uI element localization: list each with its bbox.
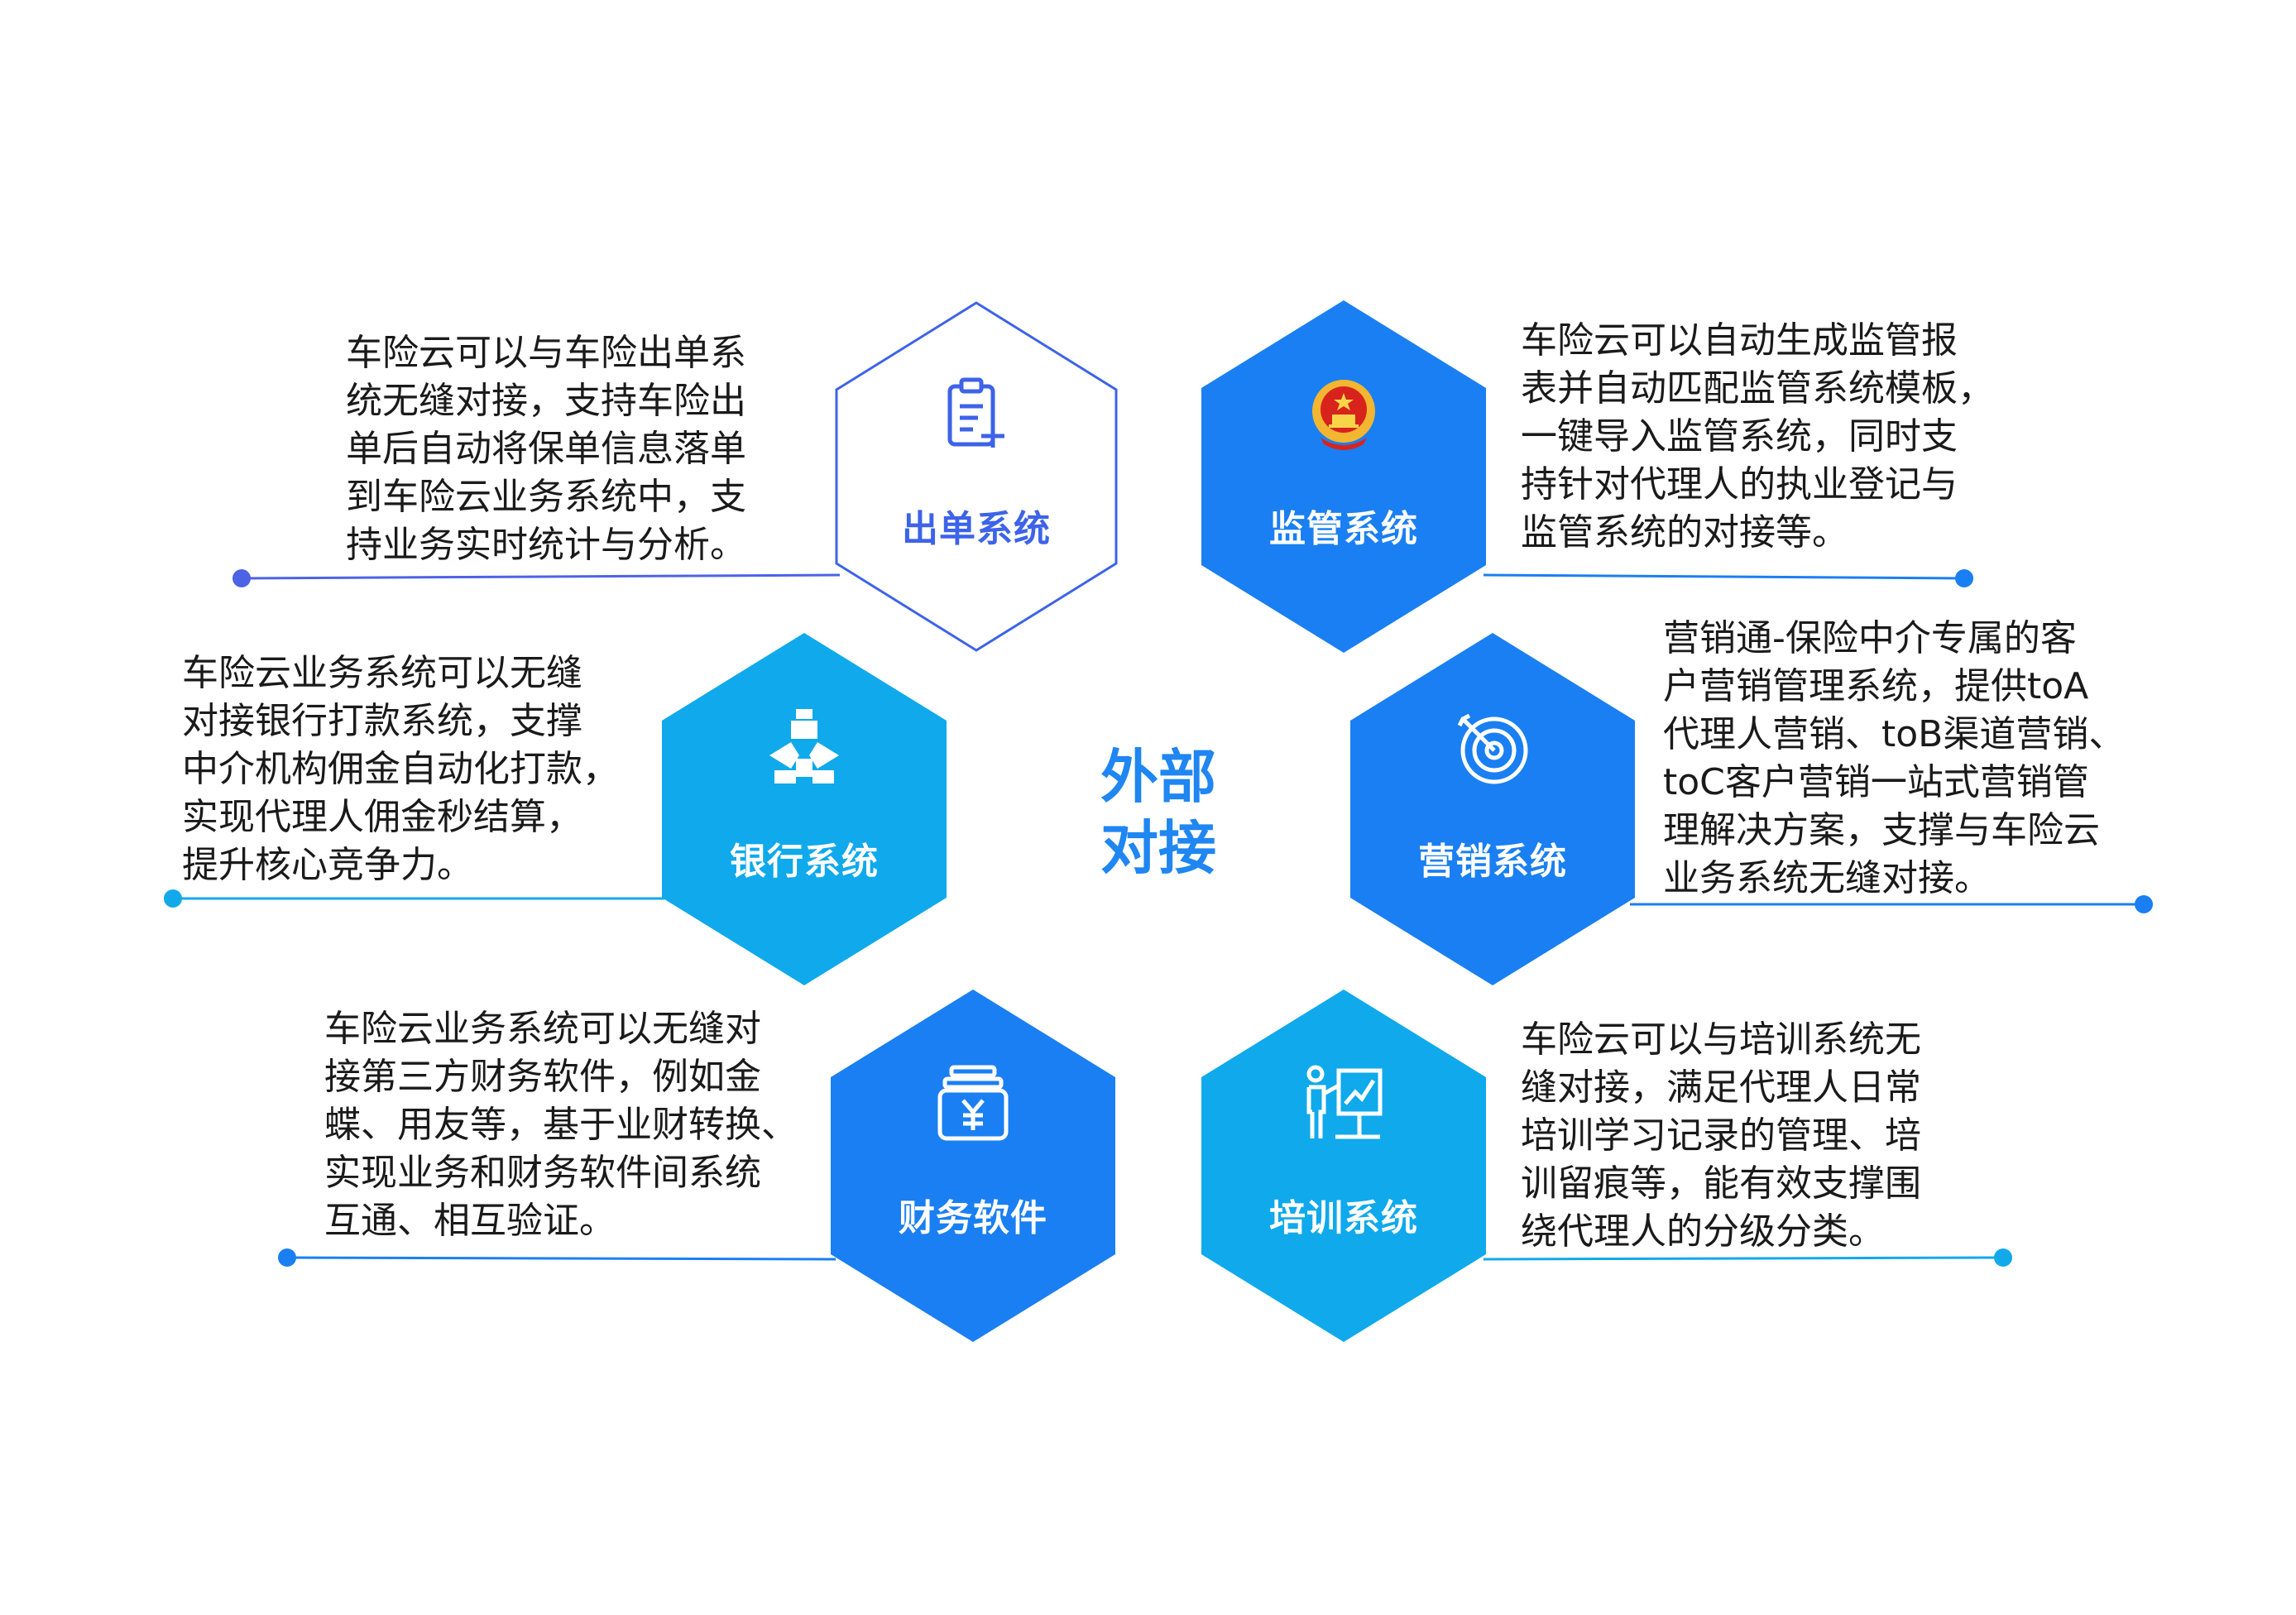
- desc-peixun: 车险云可以与培训系统无 缝对接，满足代理人日常 培训学习记录的管理、培 训留痕等…: [1521, 1016, 1921, 1256]
- hex-yingxiao-shape: [1350, 633, 1635, 985]
- center-title: 外部 对接: [1076, 741, 1241, 884]
- desc-line: toC客户营销一站式营销管: [1663, 761, 2089, 803]
- hex-peixun: 培训系统: [1201, 990, 1486, 1342]
- desc-line: 互通、相互验证。: [324, 1200, 616, 1242]
- desc-line: 提升核心竞争力。: [182, 844, 473, 886]
- desc-line: 一键导入监管系统，同时支: [1521, 415, 1958, 458]
- desc-line: 蝶、用友等，基于业财转换、: [324, 1104, 798, 1146]
- national-emblem-icon: [1312, 380, 1375, 450]
- desc-line: 培训学习记录的管理、培: [1521, 1114, 1921, 1157]
- hex-yingxiao-label: 营销系统: [1418, 841, 1567, 883]
- hex-peixun-shape: [1201, 990, 1486, 1342]
- desc-line: 业务系统无缝对接。: [1663, 857, 1991, 899]
- connector-yinhang: [164, 889, 664, 908]
- bank-logo-icon: [769, 709, 839, 784]
- desc-line: 理解决方案，支撑与车险云: [1663, 809, 2100, 851]
- desc-line: 到车险云业务系统中，支: [346, 476, 746, 518]
- hex-peixun-label: 培训系统: [1269, 1197, 1418, 1239]
- hex-yinhang-label: 银行系统: [730, 841, 879, 883]
- desc-line: 缝对接，满足代理人日常: [1521, 1066, 1921, 1109]
- target-arrow-icon: [1457, 713, 1528, 784]
- hex-yinhang: 银行系统: [662, 633, 947, 985]
- desc-line: 营销通-保险中介专属的客: [1663, 617, 2077, 659]
- presenter-chart-icon: [1306, 1065, 1383, 1139]
- desc-caiwu: 车险云业务系统可以无缝对 接第三方财务软件，例如金 蝶、用友等，基于业财转换、 …: [324, 1005, 798, 1245]
- desc-line: 持针对代理人的执业登记与: [1521, 463, 1958, 506]
- yuan-jar-icon: [937, 1065, 1009, 1141]
- desc-line: 车险云可以与车险出单系: [346, 332, 746, 374]
- hex-jianguan: 监管系统: [1201, 300, 1486, 653]
- desc-line: 持业务实时统计与分析。: [346, 524, 746, 566]
- desc-line: 单后自动将保单信息落单: [346, 428, 746, 470]
- desc-line: 车险云可以自动生成监管报: [1521, 319, 1958, 362]
- desc-line: 绕代理人的分级分类。: [1521, 1210, 1885, 1253]
- desc-line: 车险云业务系统可以无缝: [182, 652, 582, 694]
- clipboard-plus-icon: [947, 377, 1004, 448]
- connector-yingxiao: [1630, 895, 2153, 913]
- connector-jianguan: [1483, 569, 1973, 587]
- desc-line: 对接银行打款系统，支撑: [182, 700, 582, 742]
- desc-yingxiao: 营销通-保险中介专属的客 户营销管理系统，提供toA 代理人营销、toB渠道营销…: [1663, 615, 2125, 903]
- hex-yingxiao: 营销系统: [1350, 633, 1635, 985]
- desc-chudan: 车险云可以与车险出单系 统无缝对接，支持车险出 单后自动将保单信息落单 到车险云…: [346, 329, 746, 569]
- desc-line: 实现业务和财务软件间系统: [324, 1152, 761, 1194]
- desc-line: 表并自动匹配监管系统模板，: [1521, 367, 1994, 410]
- hex-chudan: 出单系统: [834, 300, 1119, 653]
- desc-line: 车险云业务系统可以无缝对: [324, 1008, 761, 1050]
- desc-line: 训留痕等，能有效支撑围: [1521, 1162, 1921, 1205]
- center-title-line1: 外部: [1100, 743, 1216, 811]
- hex-caiwu-label: 财务软件: [899, 1197, 1047, 1239]
- hex-yinhang-shape: [662, 633, 947, 985]
- desc-line: 接第三方财务软件，例如金: [324, 1056, 761, 1098]
- hex-jianguan-shape: [1201, 300, 1486, 653]
- desc-line: 中介机构佣金自动化打款，: [182, 748, 619, 790]
- desc-line: 实现代理人佣金秒结算，: [182, 796, 582, 838]
- hex-caiwu-shape: [831, 990, 1115, 1342]
- desc-jianguan: 车险云可以自动生成监管报 表并自动匹配监管系统模板， 一键导入监管系统，同时支 …: [1521, 317, 1994, 557]
- desc-line: 户营销管理系统，提供toA: [1663, 665, 2089, 707]
- desc-line: 车险云可以与培训系统无: [1521, 1018, 1921, 1061]
- connector-caiwu: [278, 1248, 836, 1267]
- hex-jianguan-label: 监管系统: [1269, 508, 1418, 550]
- desc-line: 监管系统的对接等。: [1521, 511, 1848, 554]
- hex-chudan-label: 出单系统: [902, 508, 1051, 550]
- hex-chudan-shape: [835, 301, 1118, 652]
- connector-peixun: [1483, 1248, 2012, 1267]
- desc-line: 代理人营销、toB渠道营销、: [1663, 713, 2126, 755]
- hex-caiwu: 财务软件: [831, 990, 1115, 1342]
- desc-line: 统无缝对接，支持车险出: [346, 380, 746, 422]
- center-title-line2: 对接: [1100, 814, 1216, 882]
- connector-chudan: [232, 569, 841, 587]
- desc-yinhang: 车险云业务系统可以无缝 对接银行打款系统，支撑 中介机构佣金自动化打款， 实现代…: [182, 649, 619, 889]
